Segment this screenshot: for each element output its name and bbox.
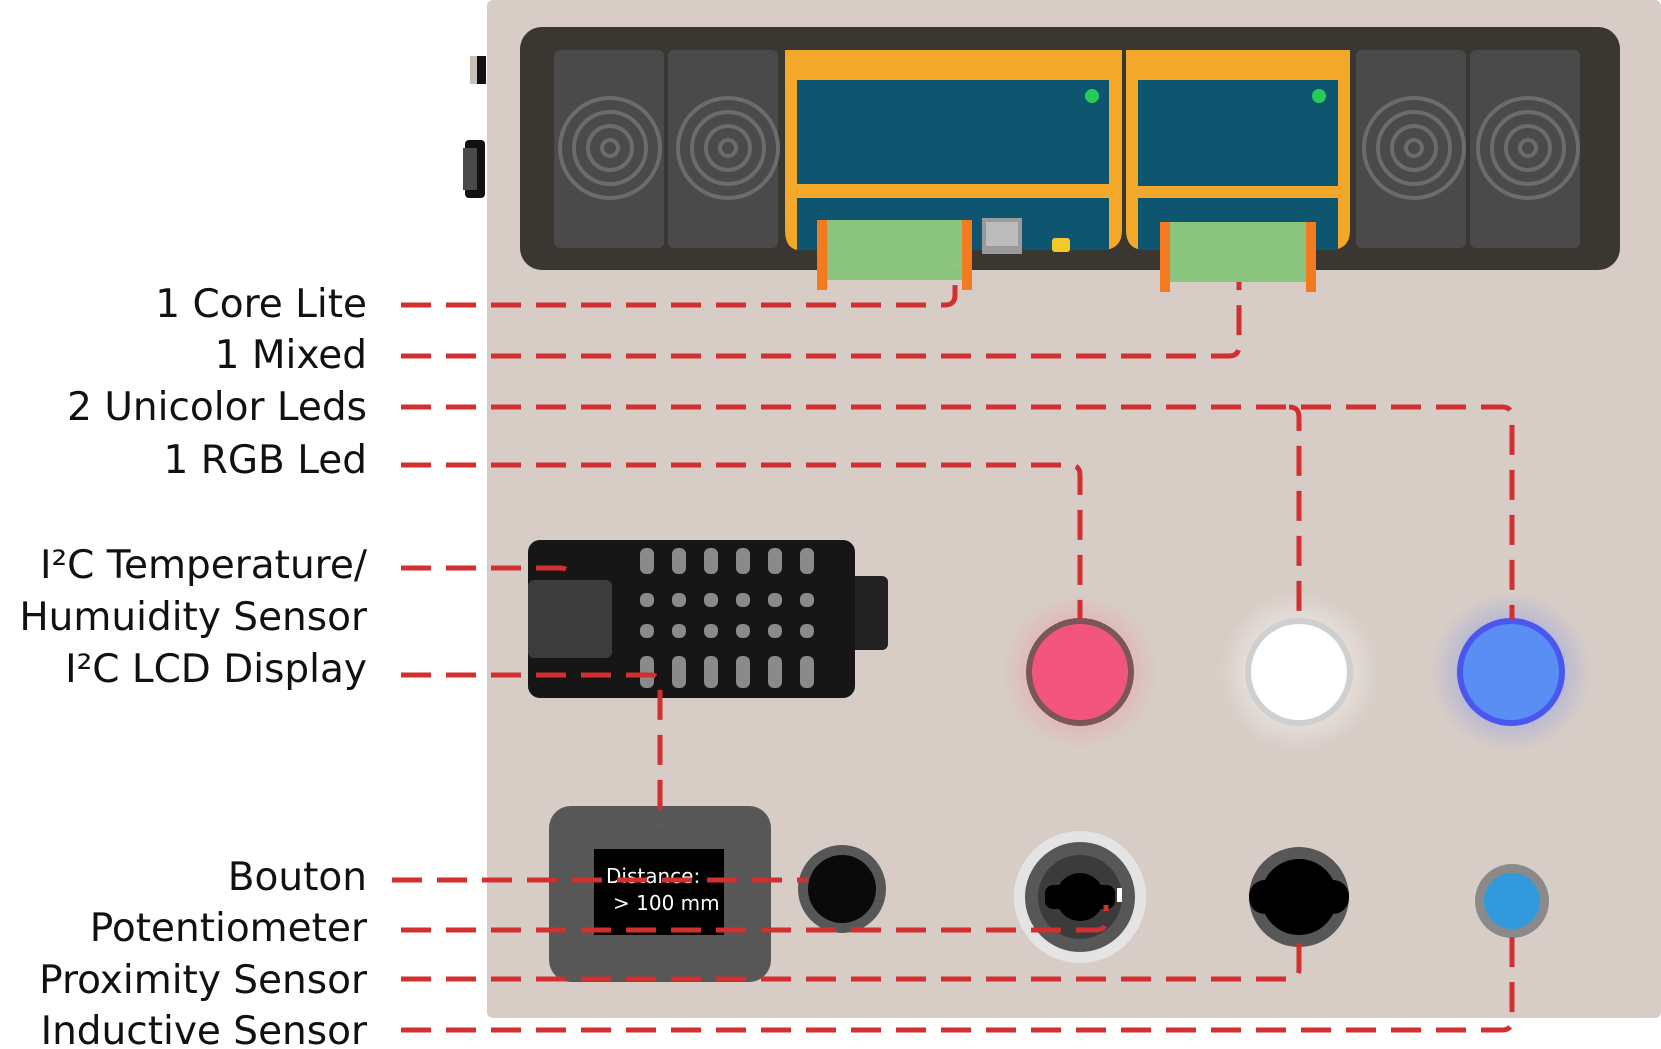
vent-slot [672, 624, 686, 638]
label-inductive-sensor: Inductive Sensor [41, 1009, 368, 1049]
fan-icon [1356, 50, 1466, 248]
core-lite-module [785, 50, 1122, 290]
wire-potentiometer [401, 905, 1109, 933]
label-column: 1 Core Lite 1 Mixed 2 Unicolor Leds 1 RG… [19, 282, 368, 1049]
proximity-sensor [1249, 847, 1349, 947]
label-potentiometer: Potentiometer [90, 906, 368, 951]
label-lcd-display: I²C LCD Display [65, 647, 367, 692]
fan-icon [668, 50, 780, 248]
fan-icon [1470, 50, 1580, 248]
vent-slot [640, 656, 654, 688]
status-led [1085, 89, 1099, 103]
push-button [798, 845, 886, 933]
vent-slot [736, 548, 750, 574]
vent-slot [768, 548, 782, 574]
vent-slot [768, 593, 782, 607]
lcd-screen [594, 849, 724, 935]
inductive-sensor [1475, 864, 1549, 938]
blue-led [1431, 592, 1591, 752]
vent-slot [704, 624, 718, 638]
vent-slot [800, 624, 814, 638]
vent-slot [768, 656, 782, 688]
fan-icon [554, 50, 664, 248]
vent-slot [704, 593, 718, 607]
vent-slot [704, 656, 718, 688]
temperature-humidity-sensor [528, 540, 888, 698]
rgb-led [1000, 592, 1160, 752]
vent-slot [800, 656, 814, 688]
wire-inductive [401, 934, 1515, 1033]
wire-unicolor-white [1288, 404, 1302, 620]
vent-slot [640, 548, 654, 574]
wire-rgb-led [401, 462, 1083, 620]
wire-unicolor-leds [401, 404, 1515, 620]
vent-slot [640, 624, 654, 638]
wire-temp-sensor [401, 565, 573, 579]
wiring [392, 270, 1515, 1033]
wire-core-lite [401, 270, 958, 308]
reset-button [1052, 238, 1070, 252]
vent-slot [640, 593, 654, 607]
side-switch-cap [470, 56, 477, 84]
side-jack-body [463, 148, 477, 190]
vent-slot [736, 656, 750, 688]
label-mixed: 1 Mixed [215, 333, 367, 378]
mixed-module [1126, 50, 1350, 292]
wire-proximity [401, 930, 1302, 982]
label-rgb-led: 1 RGB Led [164, 438, 367, 483]
label-proximity-sensor: Proximity Sensor [39, 958, 368, 1003]
vent-slot [800, 593, 814, 607]
wire-lcd-display [401, 672, 663, 826]
din-rail-assembly [520, 27, 1620, 292]
vent-slot [672, 593, 686, 607]
label-temp-sensor-line2: Humuidity Sensor [19, 595, 368, 640]
label-button: Bouton [228, 855, 367, 900]
potentiometer [1014, 831, 1146, 963]
vent-slot [736, 624, 750, 638]
status-led [1312, 89, 1326, 103]
label-unicolor-leds: 2 Unicolor Leds [67, 385, 367, 430]
vent-slot [800, 548, 814, 574]
label-temp-sensor-line1: I²C Temperature/ [40, 543, 368, 588]
vent-slot [736, 593, 750, 607]
wire-mixed [401, 282, 1242, 359]
terminal-block [823, 220, 966, 280]
lcd-display-module: Distance: > 100 mm [549, 806, 771, 982]
lcd-line-1: Distance: [606, 864, 700, 888]
vent-slot [672, 656, 686, 688]
lcd-line-2: > 100 mm [613, 891, 720, 915]
vent-slot [672, 548, 686, 574]
terminal-block [1167, 222, 1310, 282]
vent-slot [768, 624, 782, 638]
white-led [1219, 592, 1379, 752]
label-core-lite: 1 Core Lite [155, 282, 367, 327]
vent-slot [704, 548, 718, 574]
